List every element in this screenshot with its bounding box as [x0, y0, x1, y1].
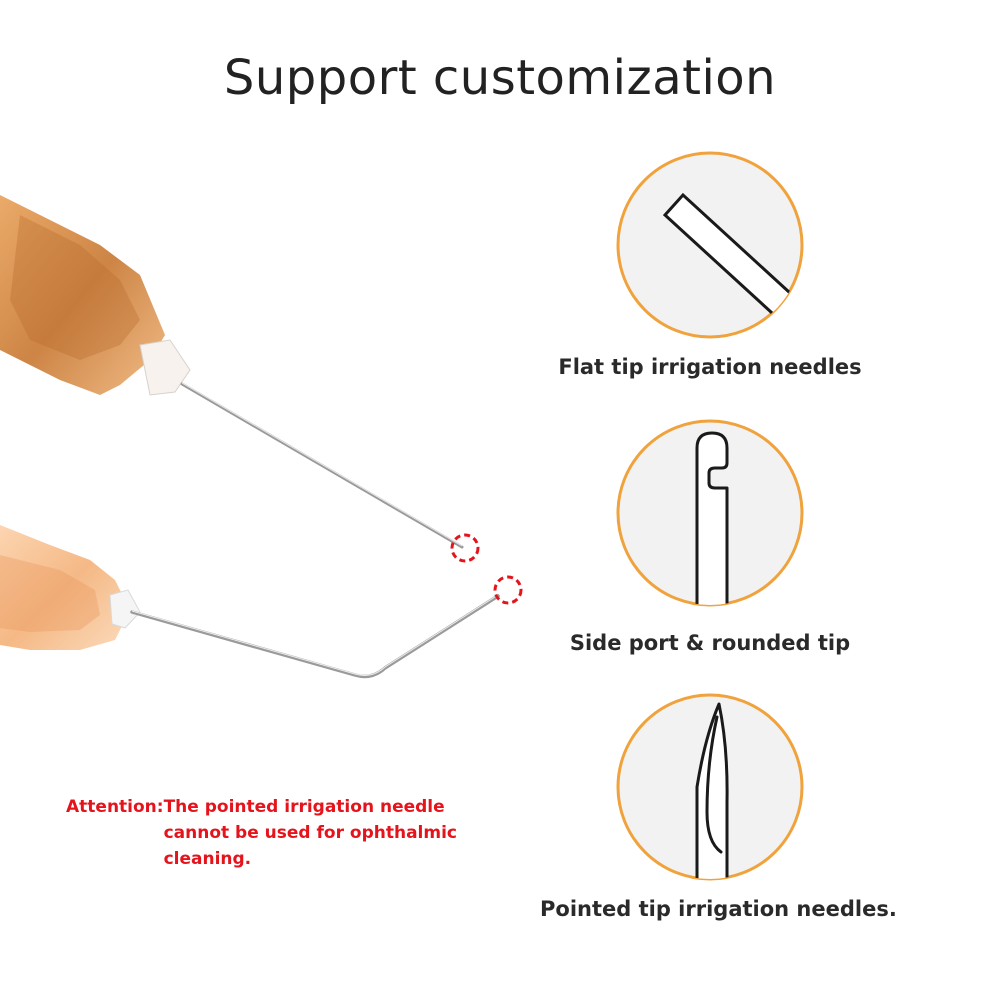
feature-label: Side port & rounded tip [569, 631, 851, 655]
upper-tip-marker [450, 533, 480, 563]
feature-pointed-tip: Pointed tip irrigation needles. [540, 692, 897, 932]
upper-needle-shaft [180, 382, 464, 549]
upper-needle-hub [0, 195, 191, 396]
page-title: Support customization [223, 50, 777, 106]
lower-needle-shaft [130, 594, 500, 679]
feature-label: Flat tip irrigation needles [558, 355, 862, 379]
feature-flat-tip: Flat tip irrigation needles [558, 150, 862, 390]
attention-prefix: Attention: [66, 797, 164, 817]
flat-tip-icon [616, 151, 804, 339]
feature-side-port: Side port & rounded tip [560, 418, 860, 658]
needle-product-image [0, 195, 523, 679]
attention-note: Attention:The pointed irrigation needle … [66, 794, 516, 872]
feature-label: Pointed tip irrigation needles. [540, 897, 897, 921]
pointed-tip-icon [616, 693, 804, 881]
lower-needle-hub [0, 525, 141, 650]
attention-text: The pointed irrigation needle cannot be … [163, 797, 457, 869]
lower-tip-marker [493, 575, 523, 605]
side-port-rounded-tip-icon [616, 419, 804, 607]
